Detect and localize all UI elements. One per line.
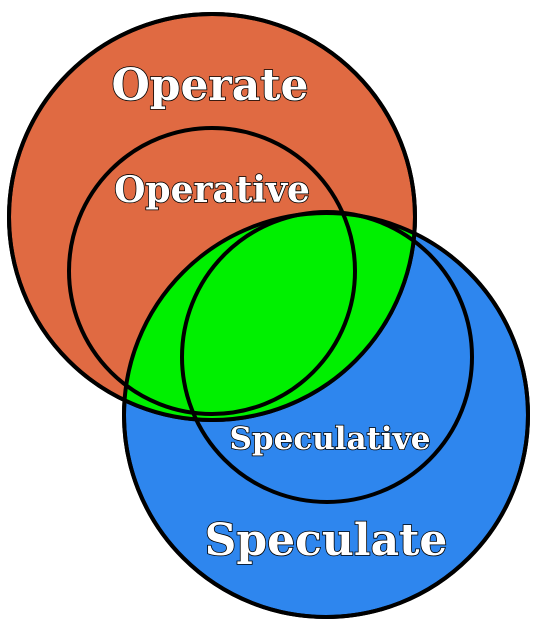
speculative-circle [180,210,474,504]
speculative-label: Speculative [230,421,431,457]
operative-label: Operative [114,169,310,211]
operative-circle [67,126,357,416]
operate-outline [7,12,417,422]
operate-label: Operate [111,60,308,111]
speculate-label: Speculate [205,515,448,566]
